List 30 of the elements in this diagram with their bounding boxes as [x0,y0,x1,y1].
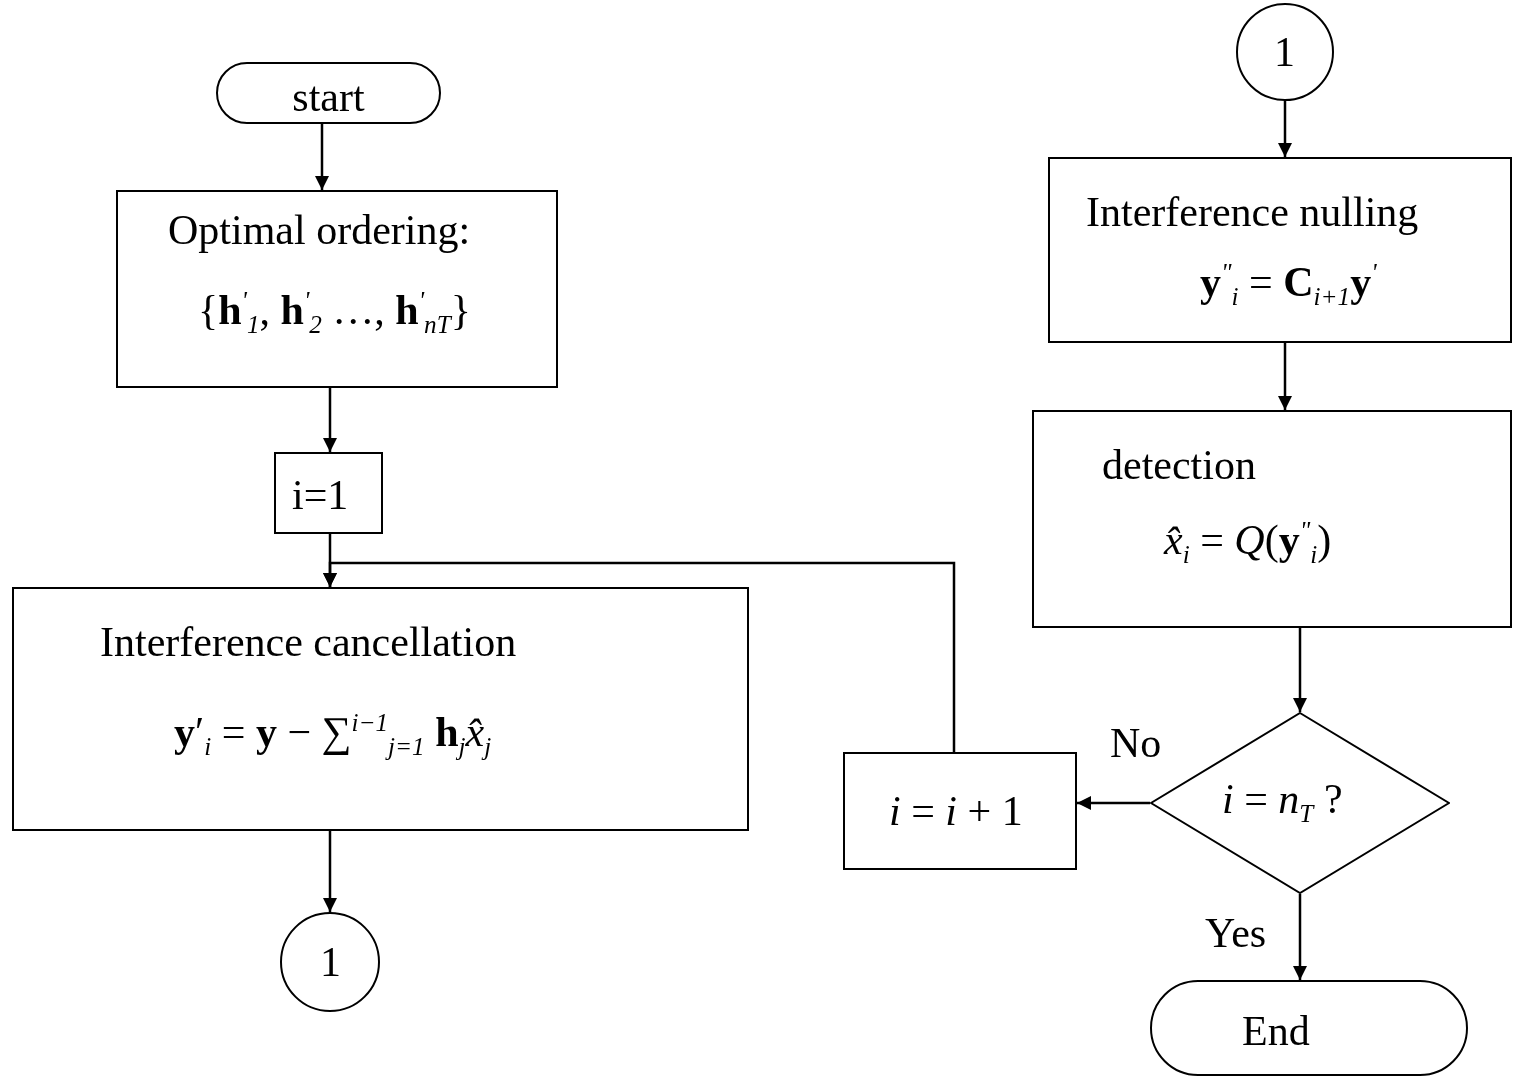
formula: y$^{"}$$_{i}$ = C$_{i+1}$y$^{'}$ [1200,259,1377,312]
step-title: Interference nulling [1086,189,1419,236]
arrow [1077,796,1150,810]
process-box [274,452,383,534]
step-text: start [291,74,366,121]
arrow [1293,894,1307,980]
arrow [1278,343,1292,410]
arrow [1293,628,1307,712]
step-text: i = i + 1 [889,788,1023,835]
process-box [1032,410,1512,628]
step-text: i = n$_{T}$ ? [1222,776,1343,829]
process-box [843,752,1077,870]
formula: y′$_{i}$ = y − ∑$^{i−1}$$_{j=1}$ h$_{j}$x̂$_{j}$ [174,709,492,762]
step-text: End [1242,1008,1310,1055]
step-text: i=1 [292,472,349,519]
step-text: 1 [1274,29,1295,76]
arrow [323,388,337,452]
step-title: Interference cancellation [100,619,517,666]
arrow [1278,101,1292,157]
arrow [315,124,329,190]
process-box [1048,157,1512,343]
step-title: detection [1102,442,1256,489]
arrow [323,561,956,752]
arrow [323,831,337,912]
process-box [12,587,749,831]
formula: {h$^{'}$$_{1}$, h$^{'}$$_{2}$ …, h$^{'}$$_{nT}$} [198,287,471,340]
process-box [116,190,558,388]
formula: x̂$_{i}$ = Q(y$^{"}$$_{i}$) [1164,517,1332,570]
step-text: 1 [320,939,341,986]
step-title: Optimal ordering: [168,207,471,254]
